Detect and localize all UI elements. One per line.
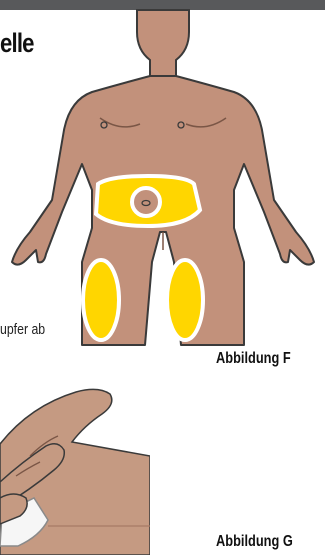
body-injection-sites-illustration <box>0 0 325 380</box>
right-thigh-injection-zone <box>167 260 203 340</box>
figure-f-label: Abbildung F <box>216 350 291 368</box>
figure-g-label: Abbildung G <box>216 533 293 551</box>
left-thigh-injection-zone <box>83 260 119 340</box>
hand-swab-illustration <box>0 386 150 555</box>
navel-exclusion-circle <box>132 188 160 216</box>
instruction-text-fragment: upfer ab <box>0 321 45 338</box>
